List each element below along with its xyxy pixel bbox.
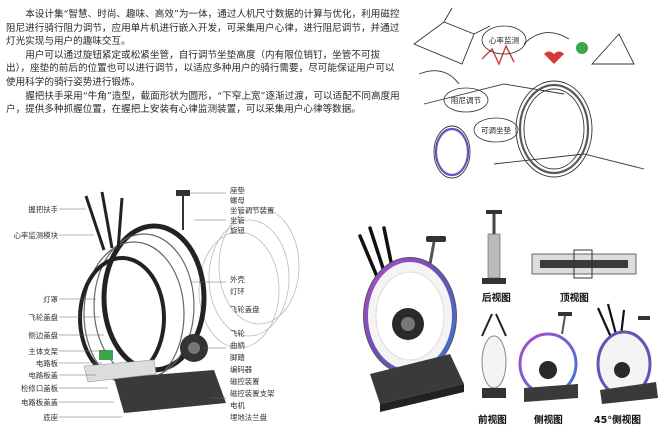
exploded-label-left-2: 心率监测模块 (13, 231, 58, 240)
sketch-note-3: 可调坐垫 (481, 125, 512, 135)
exploded-label-right-1: 座垫 (230, 186, 245, 195)
exploded-label-right-13: 磁控装置 (230, 377, 260, 386)
intro-paragraph-1: 本设计集“智慧、时尚、趣味、高效”为一体，通过人机尺寸数据的计算与优化，利用磁控… (6, 9, 400, 48)
view-label-front: 前视图 (478, 415, 507, 426)
sketch-note-2: 阻尼调节 (451, 96, 482, 105)
intro-paragraph-2: 用户可以通过旋钮紧定或松紧坐管，自行调节坐垫高度（内有限位销钉，坐管不可拔出），… (6, 49, 395, 88)
exploded-label-left-10: 电路板盖盖 (21, 398, 58, 407)
exploded-drawing (59, 190, 300, 418)
exploded-label-left-11: 底座 (43, 413, 58, 422)
sketch-drawing: 心率监测 阻尼调节 可调坐垫 (413, 7, 645, 179)
exploded-label-left-9: 检修口盖板 (21, 384, 58, 393)
sketch-note-1: 心率监测 (489, 35, 520, 45)
exploded-label-left-1: 握把扶手 (28, 205, 58, 214)
intro-paragraph-3: 握把扶手采用“牛角”造型，截面形状为圆形，“下窄上宽”逐渐过渡，可以适配不同高度… (6, 90, 400, 116)
exploded-label-left-6: 主体支架 (28, 347, 58, 356)
ortho-drawings (481, 210, 658, 404)
view-label-top: 顶视图 (560, 293, 589, 304)
intro-text: 本设计集“智慧、时尚、趣味、高效”为一体，通过人机尺寸数据的计算与优化，利用磁控… (6, 8, 401, 117)
exploded-label-right-8: 飞轮盖盘 (230, 305, 260, 314)
exploded-label-right-16: 埋地法兰盘 (230, 413, 267, 422)
exploded-label-right-5: 旋钮 (230, 226, 245, 235)
view-label-side: 侧视图 (534, 415, 563, 426)
exploded-label-right-4: 坐管 (230, 216, 245, 225)
view-label-rear: 后视图 (482, 293, 511, 304)
exploded-label-left-7: 电路板 (35, 359, 58, 368)
exploded-label-right-12: 编码器 (230, 365, 253, 374)
render-bike (358, 226, 464, 412)
concept-sketch: 心率监测 阻尼调节 可调坐垫 (404, 4, 662, 194)
exploded-label-left-3: 灯罩 (43, 295, 58, 304)
exploded-label-right-9: 飞轮 (230, 329, 245, 338)
exploded-label-right-11: 脚踏 (230, 353, 245, 362)
product-render (340, 206, 472, 430)
exploded-label-right-14: 磁控装置支架 (230, 389, 275, 398)
exploded-label-right-6: 外壳 (230, 275, 245, 284)
ortho-views: 后视图 顶视图 前视图 侧视图 45°侧视图 (474, 204, 664, 430)
exploded-label-left-4: 飞轮盖盘 (28, 313, 58, 322)
exploded-label-right-2: 螺母 (230, 196, 245, 205)
exploded-view: 握把扶手 心率监测模块 灯罩 飞轮盖盘 侧边盖盘 主体支架 电路板 电路板盖 检… (4, 178, 344, 430)
exploded-label-right-7: 灯环 (230, 287, 245, 296)
exploded-label-right-10: 曲柄 (230, 341, 245, 350)
exploded-label-right-15: 电机 (230, 401, 245, 410)
exploded-label-left-5: 侧边盖盘 (28, 331, 58, 340)
view-label-side45: 45°侧视图 (594, 415, 641, 426)
exploded-label-left-8: 电路板盖 (28, 371, 58, 380)
exploded-label-right-3: 坐管调节装置 (230, 206, 275, 215)
